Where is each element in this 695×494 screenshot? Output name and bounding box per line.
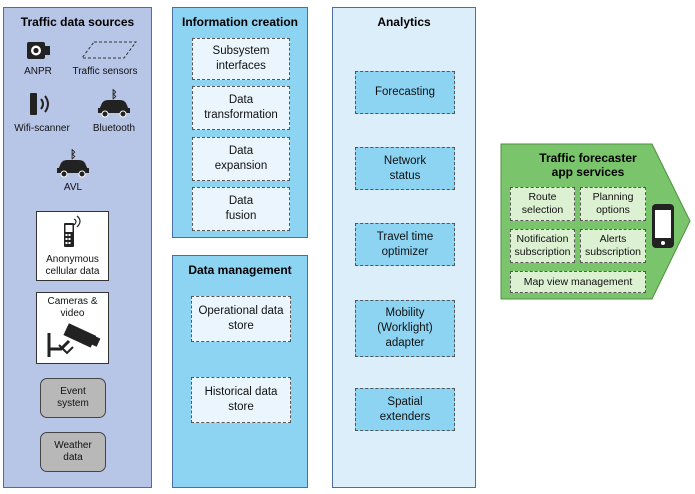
anpr-camera-icon bbox=[27, 42, 50, 59]
weather-data-box: Weather data bbox=[40, 432, 106, 472]
data-fusion-box: Data fusion bbox=[192, 187, 290, 231]
network-status-box: Network status bbox=[355, 147, 455, 190]
svg-text:ᛒ: ᛒ bbox=[70, 148, 77, 161]
panel-title: Traffic data sources bbox=[20, 15, 135, 29]
data-management-panel: Data management bbox=[172, 255, 308, 488]
event-system-box: Event system bbox=[40, 378, 106, 418]
anpr-label: ANPR bbox=[24, 66, 52, 77]
panel-title: Information creation bbox=[181, 15, 298, 29]
cell-phone-icon bbox=[64, 215, 81, 247]
smartphone-icon bbox=[652, 204, 674, 248]
cameras-video-card: Cameras & video bbox=[36, 292, 109, 364]
forecaster-title: Traffic forecaster app services bbox=[539, 151, 637, 179]
alerts-subscription-box: Alerts subscription bbox=[580, 229, 646, 263]
bluetooth-car-icon: ᛒ bbox=[98, 88, 130, 118]
panel-title: Data management bbox=[188, 263, 292, 277]
bluetooth-label: Bluetooth bbox=[92, 123, 136, 134]
avl-car-icon: ᛒ bbox=[57, 148, 89, 178]
cameras-video-label: Cameras & video bbox=[47, 296, 98, 319]
subsystem-interfaces-box: Subsystem interfaces bbox=[192, 38, 290, 80]
data-transformation-box: Data transformation bbox=[192, 86, 290, 130]
traffic-sensor-icon bbox=[81, 41, 137, 59]
travel-time-optimizer-box: Travel time optimizer bbox=[355, 223, 455, 266]
operational-data-store-box: Operational data store bbox=[191, 296, 291, 342]
svg-text:ᛒ: ᛒ bbox=[111, 88, 118, 101]
forecasting-box: Forecasting bbox=[355, 71, 455, 114]
security-camera-icon bbox=[47, 323, 101, 357]
wifi-scanner-label: Wifi-scanner bbox=[14, 123, 70, 134]
map-view-management-box: Map view management bbox=[510, 271, 646, 293]
panel-title: Analytics bbox=[377, 15, 431, 29]
spatial-extenders-box: Spatial extenders bbox=[355, 388, 455, 431]
cellular-data-label: Anonymous cellular data bbox=[45, 254, 100, 277]
notification-subscription-box: Notification subscription bbox=[510, 229, 575, 263]
route-selection-box: Route selection bbox=[510, 187, 575, 221]
traffic-sensors-label: Traffic sensors bbox=[72, 66, 138, 77]
avl-label: AVL bbox=[63, 182, 83, 193]
wifi-scanner-icon bbox=[30, 93, 49, 115]
data-expansion-box: Data expansion bbox=[192, 137, 290, 181]
cellular-data-card: Anonymous cellular data bbox=[36, 211, 109, 281]
mobility-worklight-adapter-box: Mobility (Worklight) adapter bbox=[355, 300, 455, 357]
historical-data-store-box: Historical data store bbox=[191, 377, 291, 423]
planning-options-box: Planning options bbox=[580, 187, 646, 221]
